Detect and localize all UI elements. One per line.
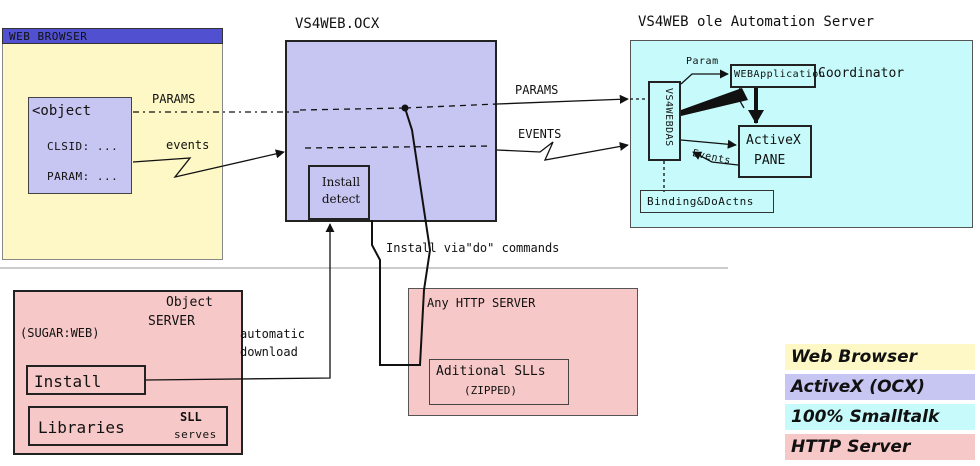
object-tag-box: <object CLSID: ... PARAM: ... xyxy=(28,97,132,194)
pane-events xyxy=(692,151,739,166)
legend-item-http-server: HTTP Server xyxy=(785,434,975,460)
params-right-label: PARAMS xyxy=(515,83,559,97)
events-left-label: events xyxy=(166,138,210,152)
object-server-sugar: (SUGAR:WEB) xyxy=(20,326,100,340)
web-application-box: WEBApplication xyxy=(730,64,825,88)
legend: Web Browser ActiveX (OCX) 100% Smalltalk… xyxy=(785,344,975,462)
events-left-arrow xyxy=(132,149,285,179)
legend-label: 100% Smalltalk xyxy=(791,407,940,427)
legend-label: ActiveX (OCX) xyxy=(791,377,925,397)
object-tag-label: <object xyxy=(32,103,92,119)
serves-label: serves xyxy=(174,428,217,441)
param-label: PARAM: ... xyxy=(47,170,119,183)
legend-label: HTTP Server xyxy=(791,437,911,457)
object-server-title-1: Object xyxy=(166,295,213,310)
web-browser-titlebar: WEB BROWSER xyxy=(2,28,223,44)
das-thick-link xyxy=(681,88,748,116)
libraries-box: Libraries SLL serves xyxy=(28,406,228,446)
legend-item-activex: ActiveX (OCX) xyxy=(785,374,975,400)
activex-pane-line1: ActiveX xyxy=(746,133,801,148)
params-left-label: PARAMS xyxy=(152,92,196,106)
additional-sll-line1: Aditional SLLs xyxy=(436,364,546,379)
server-title: VS4WEB ole Automation Server xyxy=(638,14,875,30)
events-ocx-dash xyxy=(304,145,493,149)
install-commands-branch xyxy=(371,220,408,366)
additional-sll-box: Aditional SLLs (ZIPPED) xyxy=(429,359,569,405)
params-ocx-dash xyxy=(299,107,406,111)
install-commands-label: Install via"do" commands xyxy=(386,241,560,255)
das-to-webapp xyxy=(680,69,729,85)
param-small-label: Param xyxy=(686,56,719,67)
legend-item-smalltalk: 100% Smalltalk xyxy=(785,404,975,430)
sll-label: SLL xyxy=(180,410,202,424)
install-label: Install xyxy=(34,372,102,391)
params-ocx-right-dash xyxy=(404,103,498,109)
install-detect-box: Install detect xyxy=(308,165,370,220)
coordinator-label: Coordinator xyxy=(818,66,905,81)
ocx-box xyxy=(285,40,497,222)
params-right-arrow xyxy=(496,94,629,105)
vs4webdas-box: VS4WEBDAS xyxy=(648,81,681,161)
clsid-label: CLSID: ... xyxy=(47,140,119,153)
events-right-label: EVENTS xyxy=(518,127,562,141)
http-server-box: Any HTTP SERVER Aditional SLLs (ZIPPED) xyxy=(408,288,638,416)
http-server-title: Any HTTP SERVER xyxy=(427,296,536,310)
das-to-pane xyxy=(680,139,737,149)
webapp-to-pane-head xyxy=(748,110,764,124)
install-detect-label: Install detect xyxy=(321,175,361,206)
web-application-label: WEBApplication xyxy=(734,69,826,80)
binding-box: Binding&DoActns xyxy=(640,190,774,213)
install-commands-line xyxy=(404,107,432,366)
libraries-label: Libraries xyxy=(38,418,125,437)
additional-sll-line2: (ZIPPED) xyxy=(464,384,517,397)
auto-download-arrow xyxy=(145,223,335,381)
legend-item-web-browser: Web Browser xyxy=(785,344,975,370)
auto-download-label: automatic download xyxy=(240,327,306,359)
install-box: Install xyxy=(26,365,146,395)
ocx-title: VS4WEB.OCX xyxy=(295,16,380,32)
legend-label: Web Browser xyxy=(791,347,918,367)
activex-pane-line2: PANE xyxy=(754,153,786,168)
object-server-title-2: SERVER xyxy=(148,314,195,329)
events-right-arrow xyxy=(496,141,629,161)
activex-pane-box: ActiveX PANE xyxy=(738,125,812,178)
coordinator-hook xyxy=(738,87,745,109)
binding-label: Binding&DoActns xyxy=(647,195,754,208)
web-browser-title: WEB BROWSER xyxy=(9,30,88,43)
